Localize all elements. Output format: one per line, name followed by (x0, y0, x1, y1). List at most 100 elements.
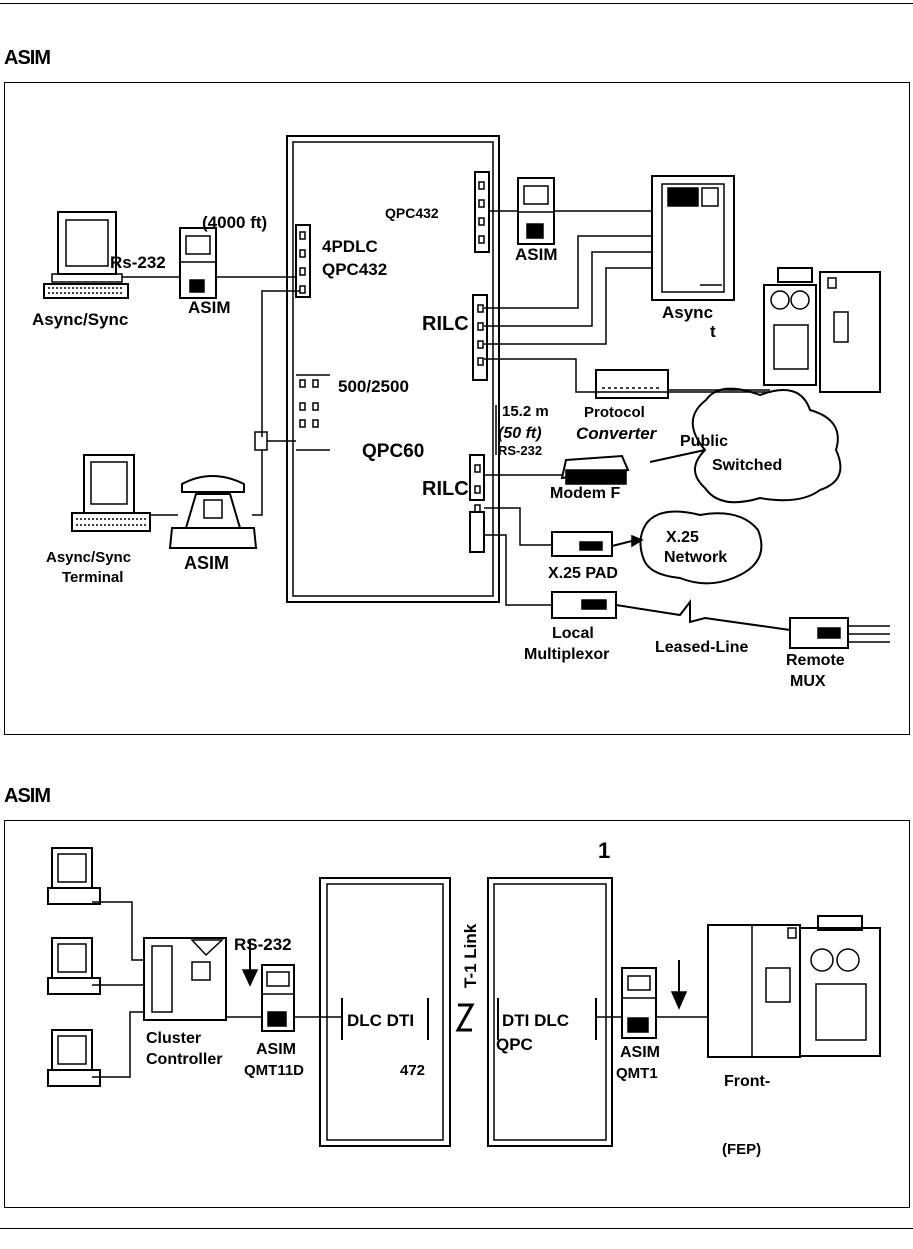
link-rilc-pad (484, 507, 552, 546)
label-500-2500: 500/2500 (338, 377, 409, 396)
label-multiplexor: Multiplexor (524, 646, 609, 663)
card-slots-rilc-lower (469, 454, 485, 553)
section-heading-2: ASIM (4, 785, 51, 807)
label-modem: Modem F (550, 485, 620, 502)
label-converter: Converter (576, 424, 658, 443)
asim-box-bottom-right (621, 967, 657, 1039)
label-rs232-mid: RS-232 (498, 443, 542, 458)
label-asim-small: ASIM (188, 298, 231, 317)
leased-line (615, 599, 791, 631)
card-slots-4pdlc (295, 224, 311, 298)
label-local: Local (552, 625, 594, 642)
label-dlc-dti: DLC DTI (347, 1011, 414, 1030)
telephone-asim (168, 475, 258, 549)
link-rilc-host-2 (484, 251, 652, 327)
label-472: 472 (400, 1062, 425, 1079)
label-leased-line: Leased-Line (655, 639, 748, 656)
label-4pdlc: 4PDLC (322, 237, 378, 256)
link-rilc-mux (484, 534, 552, 606)
modem (560, 454, 630, 485)
async-sync-terminal (71, 454, 151, 532)
card-slots-qpc432-top (474, 171, 490, 253)
label-asim-top: ASIM (515, 245, 558, 264)
label-qpc60: QPC60 (362, 441, 424, 462)
section-heading-1: ASIM (4, 47, 51, 69)
label-t1-link: T-1 Link (461, 923, 480, 988)
top-rule (0, 3, 913, 4)
label-qpc432-top: QPC432 (385, 205, 439, 221)
label-asim-phone: ASIM (184, 553, 229, 573)
label-network: Network (664, 549, 727, 566)
cluster-controller (143, 937, 227, 1021)
link-phone-line (261, 290, 300, 437)
label-asim-right: ASIM (620, 1044, 660, 1061)
card-slots-500 (296, 374, 330, 451)
x25-network-cloud (639, 510, 763, 585)
label-dist-15: 15.2 m (502, 403, 549, 420)
label-cluster: Cluster (146, 1030, 201, 1047)
asim-box-bottom-left (261, 964, 295, 1032)
label-fep: (FEP) (722, 1141, 761, 1158)
label-rs232: RS-232 (234, 935, 292, 954)
label-front: Front- (724, 1073, 770, 1090)
remote-mux (789, 617, 849, 649)
x25-pad (551, 531, 613, 557)
label-x25-pad: X.25 PAD (548, 565, 618, 582)
label-rilc-upper: RILC (422, 313, 469, 335)
link-ws3-cluster (92, 1011, 144, 1078)
label-terminal: Terminal (62, 569, 123, 586)
asim-box-top (517, 177, 555, 245)
label-x25: X.25 (666, 529, 699, 546)
link-rilc-converter (484, 358, 770, 393)
junction-box (254, 431, 268, 451)
arrow-pad-network (631, 534, 644, 548)
workstation-1 (47, 847, 101, 905)
card-slots-rilc-upper (472, 294, 488, 381)
link-junction-phone (252, 450, 263, 516)
arrow-rs232-head (241, 969, 259, 987)
label-dist-4000: (4000 ft) (202, 213, 267, 232)
label-t-right: t (710, 322, 716, 341)
label-qmt11d: QMT11D (244, 1062, 304, 1079)
label-async-sync-left: Async/Sync (32, 310, 128, 329)
diagram-frame-2 (4, 820, 910, 1208)
link-ws1-cluster (92, 901, 144, 961)
label-controller: Controller (146, 1051, 222, 1068)
link-rilc-host-3 (484, 267, 652, 345)
asim-box-left (179, 227, 217, 299)
protocol-converter (595, 369, 669, 399)
front-end-processor (707, 915, 881, 1058)
label-rilc-lower: RILC (422, 478, 469, 500)
local-multiplexor (551, 591, 617, 619)
label-asim-left: ASIM (256, 1041, 296, 1058)
label-rs232-left: Rs-232 (110, 253, 166, 272)
arrow-right-head (670, 991, 688, 1010)
label-switched: Switched (712, 457, 782, 474)
label-public: Public (680, 433, 728, 450)
label-remote: Remote (786, 652, 845, 669)
mainframe-tape-top (763, 267, 881, 393)
async-host (651, 175, 735, 301)
label-qpc432-left: QPC432 (322, 260, 387, 279)
label-dti-dlc: DTI DLC (502, 1011, 569, 1030)
label-qmt1: QMT1 (616, 1065, 658, 1082)
label-qpc: QPC (496, 1035, 533, 1054)
bottom-rule (0, 1228, 913, 1229)
link-modem-cloud (649, 449, 706, 463)
async-sync-pc (43, 211, 129, 299)
label-protocol: Protocol (584, 404, 645, 421)
t1-link-symbol (455, 1003, 475, 1032)
public-switched-cloud (691, 387, 842, 504)
label-dist-50: (50 ft) (498, 425, 542, 442)
switch-cabinet (286, 135, 500, 603)
diagram-frame-1 (4, 82, 910, 735)
link-rilc-host-1 (484, 235, 652, 309)
label-async-sync-term: Async/Sync (46, 549, 131, 566)
workstation-2 (47, 937, 101, 995)
switch-cabinet-right (487, 877, 613, 1147)
switch-cabinet-left (319, 877, 451, 1147)
label-mux: MUX (790, 673, 826, 690)
label-async-right: Async (662, 303, 713, 322)
label-one: 1 (598, 838, 610, 863)
